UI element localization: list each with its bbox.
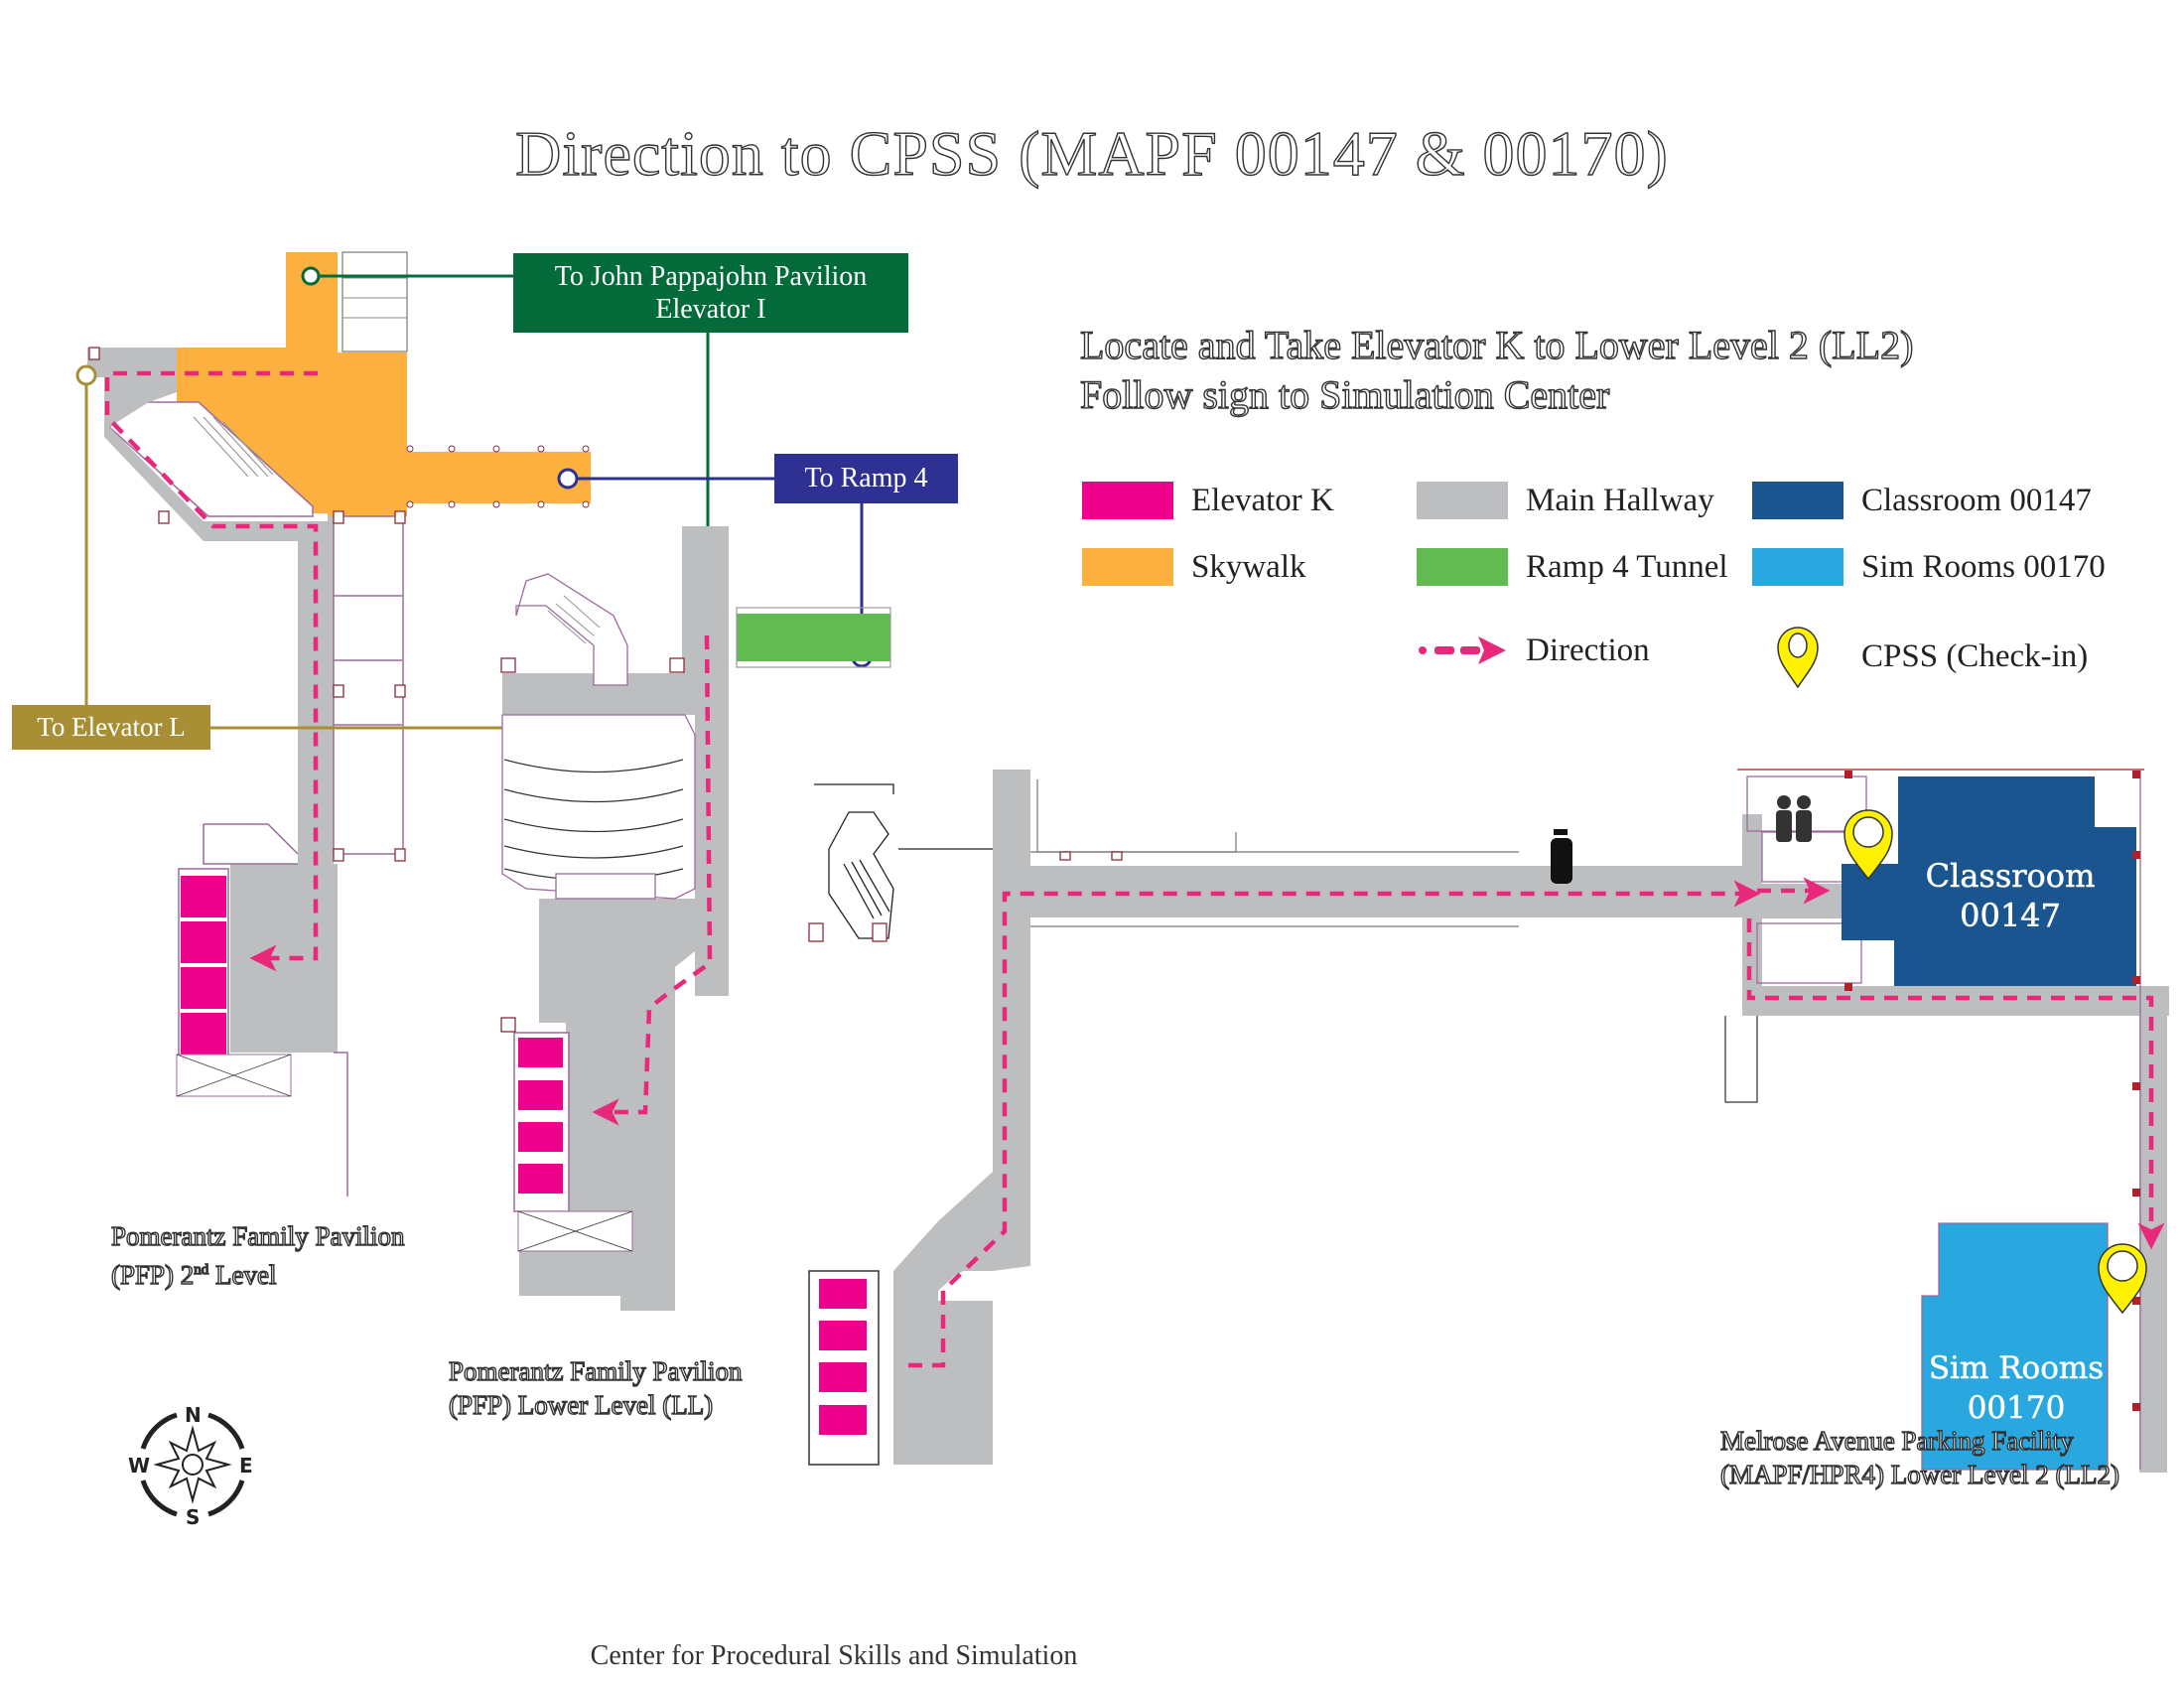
direction-path-ll [592,634,713,1126]
classroom-label-line1: Classroom [1925,857,2096,896]
legend-sim-rooms: Sim Rooms 00170 [1752,548,2106,586]
callout-pappajohn-line2: Elevator I [655,294,766,325]
compass-s: S [186,1505,201,1529]
legend-swatch-classroom [1752,482,1843,519]
pfp-2nd-level-plan [87,251,591,1196]
caption-mapf-line2: (MAPF/HPR4) Lower Level 2 (LL2) [1719,1459,2119,1489]
legend-direction: Direction [1417,632,1650,669]
legend-main-hallway: Main Hallway [1417,482,1714,519]
elevator-lobby-2nd [230,864,338,1053]
legend-label-classroom: Classroom 00147 [1861,482,2092,518]
direction-path-mapf [908,880,1761,1368]
callout-pappajohn[interactable]: To John Pappajohn Pavilion Elevator I [513,253,908,333]
pappajohn-marker [301,266,321,286]
direction-arrow-icon [1419,636,1506,664]
compass-w: W [128,1454,151,1477]
cpss-checkin-pin-sim[interactable] [2098,1243,2147,1315]
elevator-k-ll [513,1032,570,1212]
classroom-00147 [1842,776,2136,986]
escalator-steps [193,416,274,478]
caption-mapf-line1: Melrose Avenue Parking Facility [1719,1425,2074,1456]
caption-pfp-2nd-line2-sup: nd [194,1261,209,1278]
hallway-2nd-west [87,348,333,1043]
legend-classroom: Classroom 00147 [1752,482,2092,519]
sim-rooms-label-line1: Sim Rooms [1928,1350,2105,1387]
callout-ramp4[interactable]: To Ramp 4 [774,454,958,503]
compass-rose-icon [140,1412,245,1517]
legend-label-direction: Direction [1526,632,1650,668]
caption-pfp-2nd-level: Pomerantz Family Pavilion (PFP) 2nd Leve… [110,1219,405,1292]
caption-pfp-2nd-line2-post: Level [208,1259,277,1290]
legend-swatch-main-hallway [1417,482,1508,519]
legend-swatch-sim-rooms [1752,548,1843,586]
legend-swatch-ramp4-tunnel [1417,548,1508,586]
direction-path-sim [1746,918,2165,1250]
restroom-icon [1776,795,1812,842]
location-pin-icon [1777,627,1819,689]
instruction-line-2: Follow sign to Simulation Center [1079,371,1610,417]
caption-pfp-2nd-line2: (PFP) 2nd Level [110,1253,404,1292]
pfp-lower-level-plan [500,526,891,1311]
compass-e: E [239,1454,253,1477]
footer-text: Center for Procedural Skills and Simulat… [590,1640,1078,1671]
hallway-ll-lobby [519,899,729,1311]
elevator-k-mapf [808,1270,880,1466]
caption-pfp-ll-line2: (PFP) Lower Level (LL) [448,1389,714,1420]
sim-rooms-00170 [1921,1222,2109,1471]
legend-label-ramp4-tunnel: Ramp 4 Tunnel [1526,548,1728,585]
compass-n: N [185,1403,202,1427]
auditorium [501,714,696,900]
water-fountain-icon [1551,829,1572,884]
hallway-mapf-vertical [993,770,1030,1251]
legend-label-skywalk: Skywalk [1191,548,1306,585]
legend-swatch-skywalk [1082,548,1173,586]
legend-elevator-k: Elevator K [1082,482,1334,519]
elevator-l-marker-2nd [75,364,97,386]
legend-label-cpss: CPSS (Check-in) [1861,637,2089,674]
classroom-label-line2: 00147 [1960,897,2061,935]
mapf-ll2-plan [808,769,2169,1473]
legend-label-main-hallway: Main Hallway [1526,482,1714,518]
ramp4-marker-2nd [557,468,579,490]
legend-cpss: CPSS (Check-in) [1752,624,2088,689]
caption-pfp-lower-level: Pomerantz Family Pavilion (PFP) Lower Le… [448,1354,743,1422]
legend-label-elevator-k: Elevator K [1191,482,1334,518]
sim-rooms-label-line2: 00170 [1967,1390,2066,1427]
classroom-label: Classroom 00147 [1891,856,2129,935]
page-title: Direction to CPSS (MAPF 00147 & 00170) [514,117,1669,189]
callout-elevator-l-label: To Elevator L [37,712,186,742]
callout-elevator-l[interactable]: To Elevator L [12,705,210,750]
legend-swatch-elevator-k [1082,482,1173,519]
ramp4-tunnel [737,614,890,661]
legend-ramp4-tunnel: Ramp 4 Tunnel [1417,548,1728,586]
legend-label-sim-rooms: Sim Rooms 00170 [1861,548,2106,585]
caption-mapf-ll2: Melrose Avenue Parking Facility (MAPF/HP… [1719,1424,2119,1491]
elevator-k-2nd [178,868,229,1056]
instruction-line-1: Locate and Take Elevator K to Lower Leve… [1079,322,1914,367]
direction-path-2nd [104,370,319,972]
sim-rooms-label: Sim Rooms 00170 [1922,1348,2111,1428]
callout-ramp4-label: To Ramp 4 [804,463,928,493]
caption-pfp-2nd-line1: Pomerantz Family Pavilion [110,1220,405,1251]
cpss-checkin-pin-classroom[interactable] [1843,809,1893,881]
caption-pfp-ll-line1: Pomerantz Family Pavilion [448,1355,743,1386]
legend-skywalk: Skywalk [1082,548,1306,586]
callout-pappajohn-line1: To John Pappajohn Pavilion [554,261,868,292]
caption-pfp-2nd-line2-pre: (PFP) 2 [110,1259,195,1290]
